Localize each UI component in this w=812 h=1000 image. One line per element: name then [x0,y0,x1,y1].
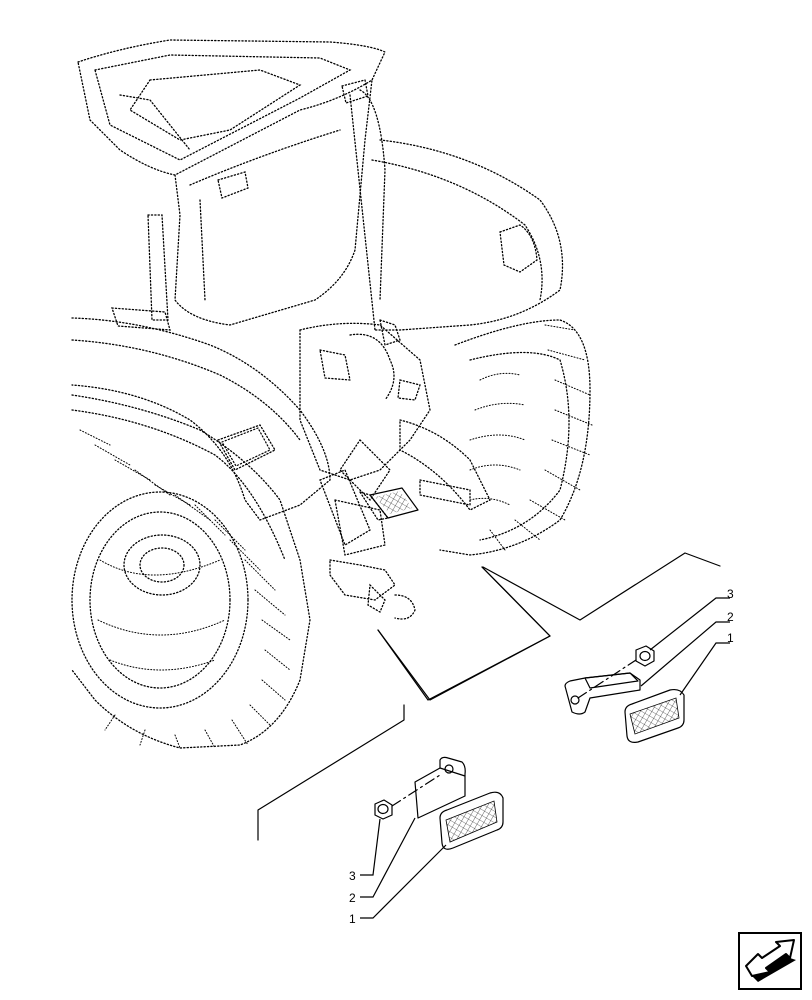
installed-reflector [358,487,419,521]
callout-1-right: 1 [727,631,734,645]
callout-3-right: 3 [727,587,734,601]
callout-2-left: 2 [349,891,356,905]
bracket-right [564,672,641,715]
nut-right [635,645,655,667]
left-parts-group: 3 2 1 [349,756,504,926]
bracket-left [414,756,466,819]
callout-3-left: 3 [349,869,356,883]
next-page-arrow-icon[interactable] [738,932,802,990]
detail-leader-lines [257,552,721,841]
right-parts-group: 3 2 1 [564,587,734,743]
callout-1-left: 1 [349,912,356,926]
tractor-illustration [71,39,593,749]
callout-2-right: 2 [727,610,734,624]
reflector-right [624,688,685,743]
nut-left [374,799,393,820]
reflector-left [439,791,504,850]
